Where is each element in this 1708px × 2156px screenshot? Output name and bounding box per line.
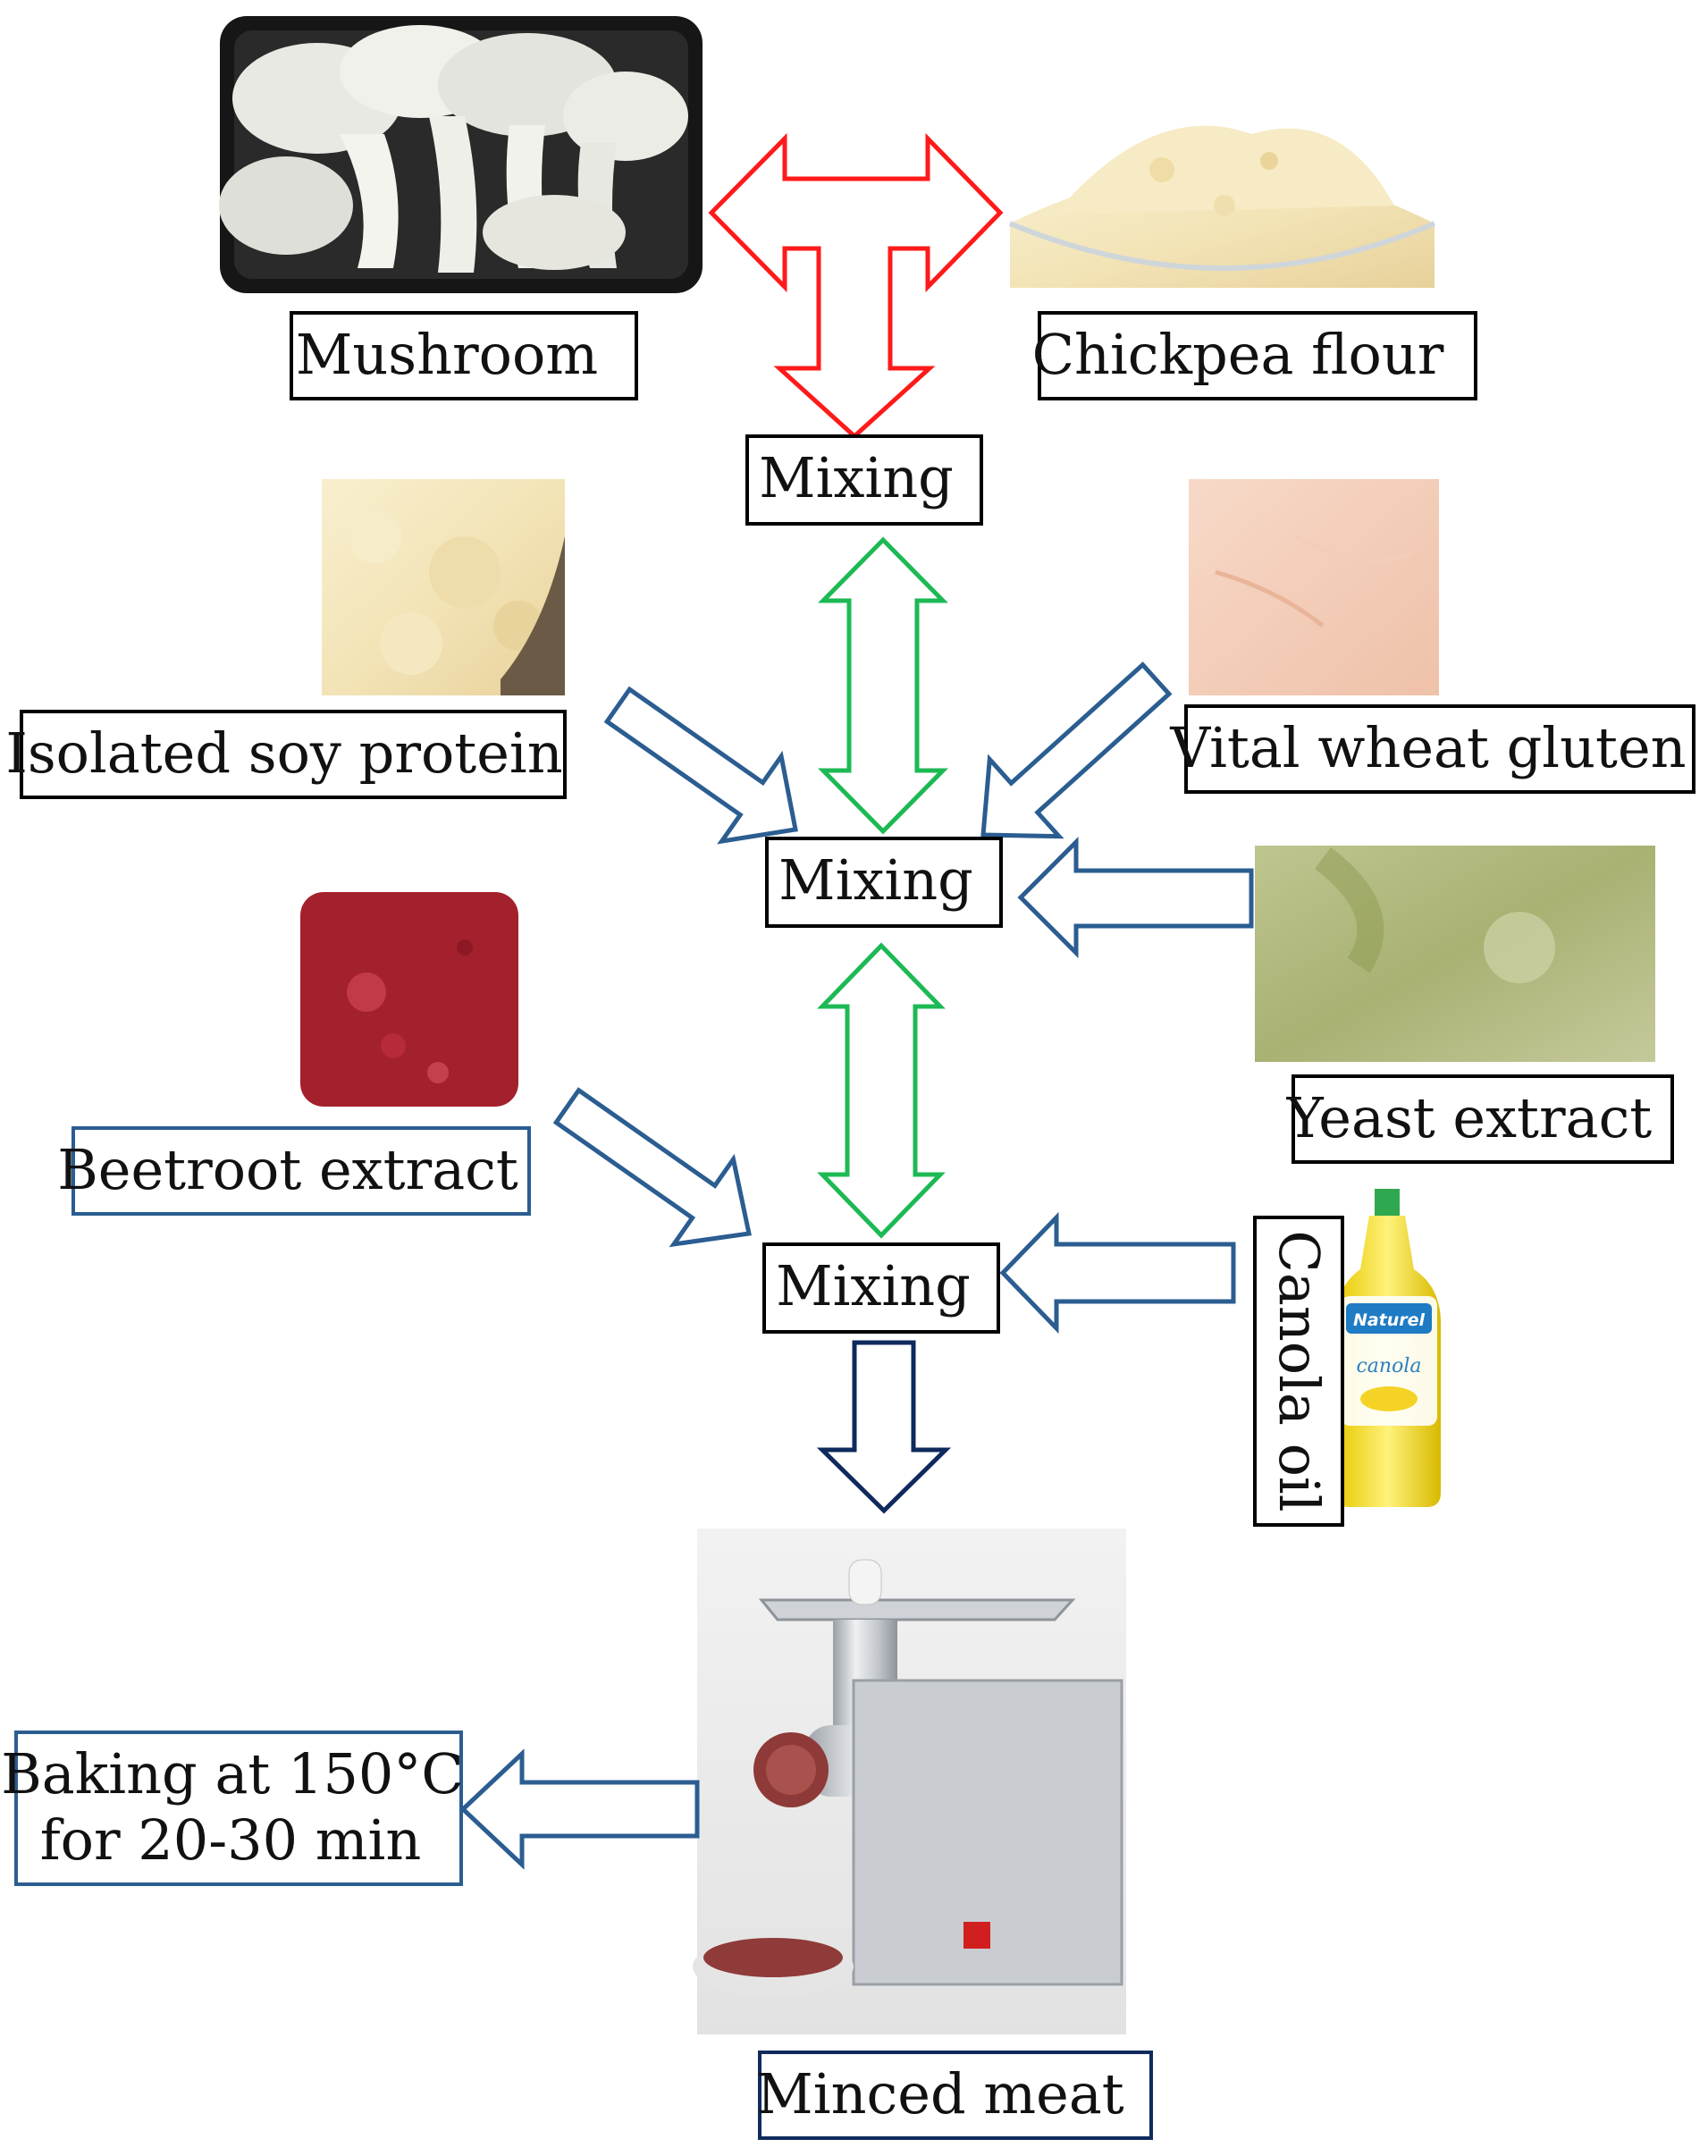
arrow-soy-to-mixing (603, 686, 798, 845)
arrow-yeast-to-mixing (1017, 836, 1254, 959)
bottle-brand-text: Naturel (1353, 1310, 1426, 1330)
meat-grinder-photo (693, 1529, 1126, 2034)
mushroom-photo (219, 16, 703, 293)
arrow-gluten-to-mixing (980, 661, 1173, 839)
yeast-extract-photo (1255, 846, 1655, 1062)
wheat-gluten-photo (1189, 479, 1439, 695)
canola-label-box: Canola oil (1253, 1216, 1344, 1527)
mixing-2-label: Mixing (778, 847, 973, 913)
beetroot-label-box: Beetroot extract (57, 1126, 531, 1216)
mushroom-label: Mushroom (296, 322, 598, 387)
soy-protein-photo (322, 479, 565, 695)
baking-label-box: Baking at 150°C for 20-30 min (1, 1731, 464, 1886)
bottle-product-text: canola (1356, 1355, 1421, 1377)
chickpea-flour-photo (1005, 70, 1439, 288)
minced-label: Minced meat (756, 2061, 1124, 2127)
arrow-canola-to-mixing (999, 1211, 1236, 1335)
arrow-mixing-to-grinder (816, 1340, 952, 1514)
arrow-grinder-to-baking (459, 1748, 700, 1870)
mixing-3-box: Mixing (762, 1242, 1000, 1334)
red-t-arrow (708, 132, 1004, 440)
yeast-label-box: Yeast extract (1286, 1074, 1674, 1164)
minced-label-box: Minced meat (756, 2051, 1153, 2140)
soy-label-box: Isolated soy protein (5, 710, 567, 799)
mixing-1-label: Mixing (759, 445, 954, 510)
green-double-arrow-1 (818, 536, 948, 835)
chickpea-label-box: Chickpea flour (1032, 311, 1477, 400)
arrow-beetroot-to-mixing (552, 1087, 752, 1248)
yeast-label: Yeast extract (1286, 1085, 1653, 1150)
canola-label: Canola oil (1266, 1230, 1332, 1512)
beetroot-extract-photo (300, 892, 518, 1107)
beetroot-label: Beetroot extract (57, 1137, 518, 1202)
mixing-2-box: Mixing (765, 837, 1003, 928)
soy-label: Isolated soy protein (5, 720, 562, 786)
gluten-label: Vital wheat gluten (1169, 715, 1686, 780)
baking-label-line2: for 20-30 min (40, 1807, 422, 1873)
gluten-label-box: Vital wheat gluten (1169, 704, 1695, 794)
baking-label-line1: Baking at 150°C (1, 1741, 464, 1806)
mixing-3-label: Mixing (776, 1253, 971, 1318)
mixing-1-box: Mixing (745, 434, 983, 526)
canola-oil-bottle-photo: Naturel canola (1335, 1189, 1441, 1507)
mushroom-label-box: Mushroom (290, 311, 638, 400)
green-double-arrow-2 (817, 942, 946, 1239)
chickpea-label: Chickpea flour (1032, 322, 1444, 387)
